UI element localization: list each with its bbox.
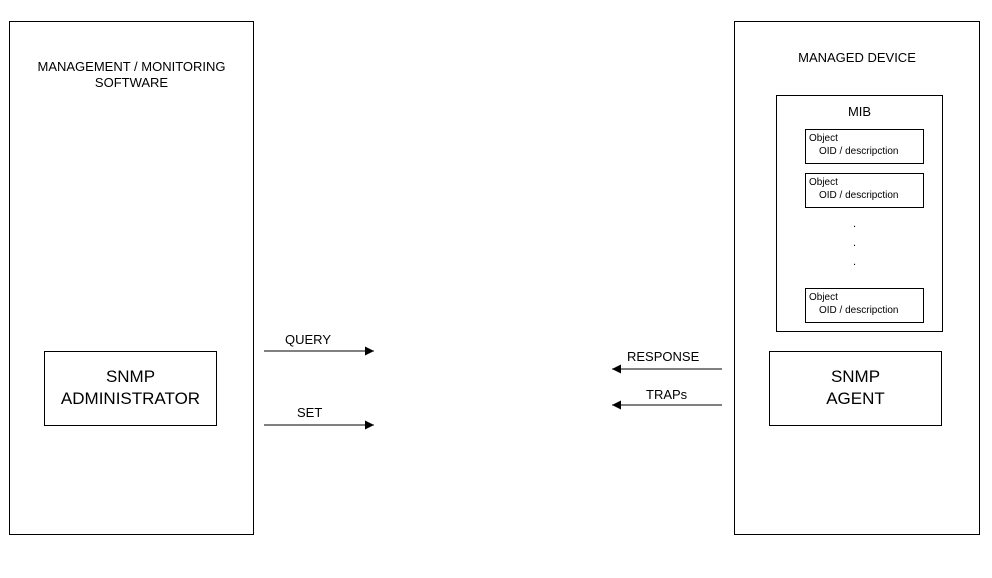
object-oid-description: OID / descripction — [819, 146, 899, 157]
managed-device-title: MANAGED DEVICE — [798, 50, 916, 65]
mib-object-3: Object OID / descripction — [805, 288, 924, 323]
agent-line2: AGENT — [826, 389, 885, 408]
management-title-line1: MANAGEMENT / MONITORING — [37, 59, 226, 74]
snmp-agent-label: SNMP AGENT — [769, 366, 942, 410]
snmp-administrator-label: SNMP ADMINISTRATOR — [44, 366, 217, 410]
mib-title: MIB — [847, 104, 872, 119]
response-label: RESPONSE — [627, 349, 700, 364]
object-label: Object — [809, 177, 838, 188]
ellipsis-dot-3: . — [853, 256, 857, 268]
management-title-line2: SOFTWARE — [94, 75, 169, 91]
management-software-title: MANAGEMENT / MONITORING SOFTWARE — [9, 59, 254, 92]
admin-line1: SNMP — [105, 367, 156, 386]
object-label: Object — [809, 292, 838, 303]
set-label: SET — [297, 405, 323, 420]
admin-line2: ADMINISTRATOR — [60, 389, 201, 408]
traps-label: TRAPs — [646, 387, 688, 402]
object-oid-description: OID / descripction — [819, 190, 899, 201]
snmp-administrator-box — [44, 351, 217, 426]
ellipsis-dot-1: . — [853, 218, 857, 230]
mib-object-1: Object OID / descripction — [805, 129, 924, 164]
query-label: QUERY — [285, 332, 331, 347]
object-label: Object — [809, 133, 838, 144]
mib-object-2: Object OID / descripction — [805, 173, 924, 208]
ellipsis-dot-2: . — [853, 237, 857, 249]
agent-line1: SNMP — [830, 367, 881, 386]
management-software-box — [9, 21, 254, 535]
object-oid-description: OID / descripction — [819, 305, 899, 316]
snmp-agent-box — [769, 351, 942, 426]
